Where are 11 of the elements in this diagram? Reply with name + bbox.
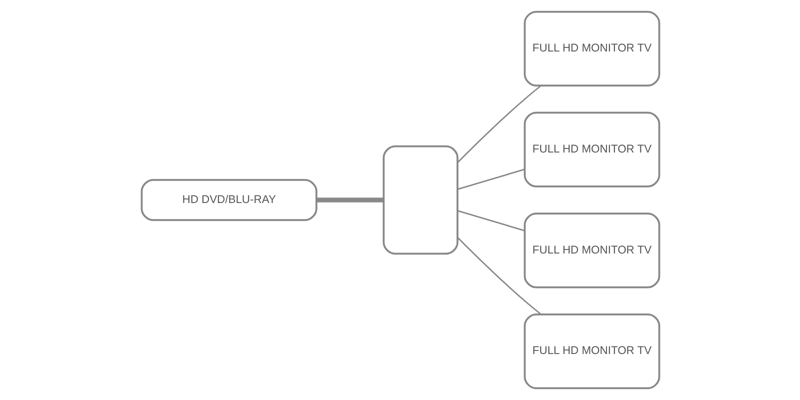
node-box: FULL HD MONITOR TV [523, 314, 660, 390]
node-box: FULL HD MONITOR TV [523, 212, 660, 288]
node-box: FULL HD MONITOR TV [523, 10, 660, 86]
connector [456, 236, 541, 315]
connector [457, 210, 524, 232]
connector [316, 198, 384, 202]
node-box [382, 145, 458, 255]
node-box: FULL HD MONITOR TV [523, 112, 660, 188]
node-box: HD DVD/BLU-RAY [140, 178, 317, 222]
connector [457, 168, 524, 190]
connector [456, 85, 541, 164]
